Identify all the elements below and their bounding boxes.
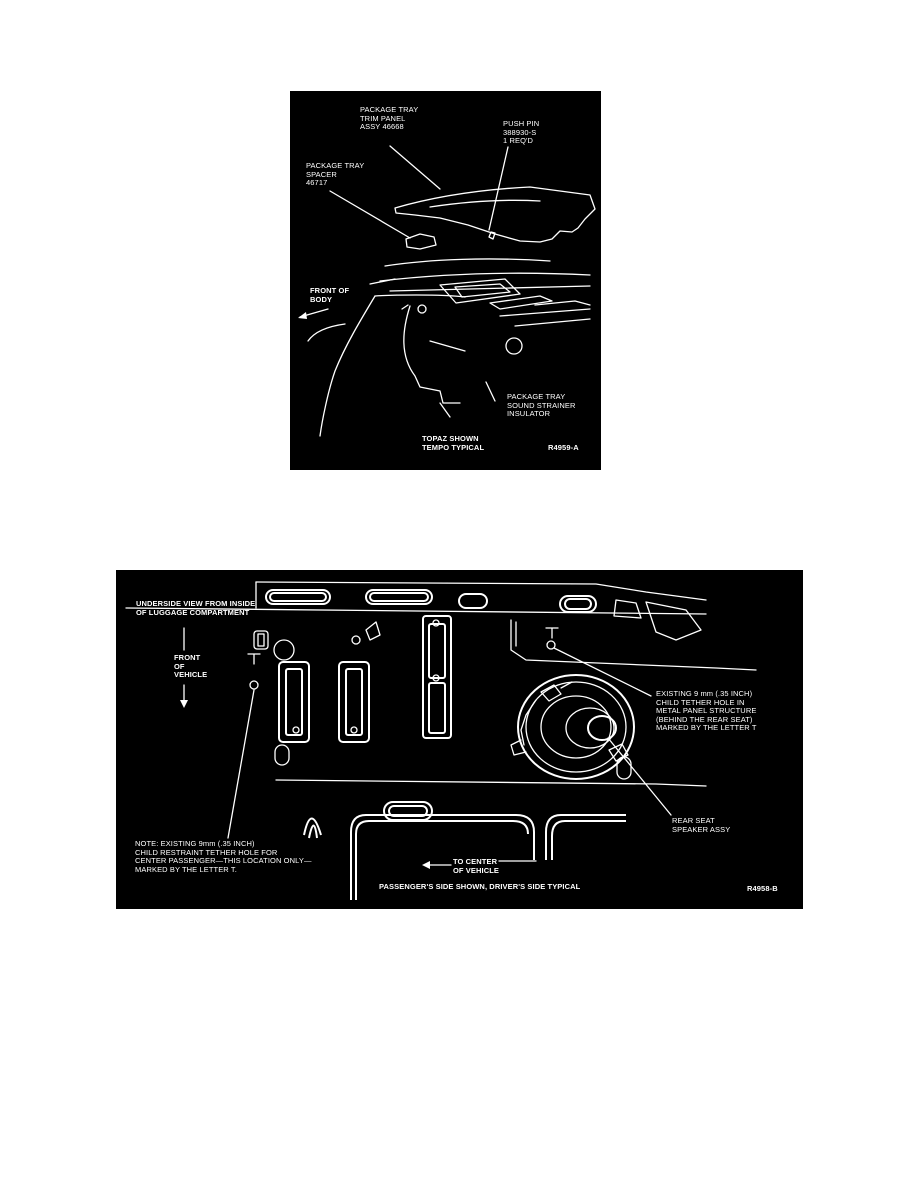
front-of-body-label: FRONT OF BODY	[310, 286, 350, 304]
note-label: NOTE: EXISTING 9mm (.35 INCH) CHILD REST…	[135, 839, 312, 874]
figure2-caption: PASSENGER'S SIDE SHOWN, DRIVER'S SIDE TY…	[379, 882, 581, 891]
underside-view-diagram: UNDERSIDE VIEW FROM INSIDE OF LUGGAGE CO…	[116, 570, 803, 909]
figure1-caption: TOPAZ SHOWN TEMPO TYPICAL	[422, 434, 485, 452]
figure1-code: R4959-A	[548, 443, 579, 452]
to-center-label: TO CENTER OF VEHICLE	[453, 857, 500, 875]
underside-view-label: UNDERSIDE VIEW FROM INSIDE OF LUGGAGE CO…	[136, 599, 256, 617]
trim-panel-label: PACKAGE TRAY TRIM PANEL ASSY 46668	[360, 105, 419, 132]
insulator-label: PACKAGE TRAY SOUND STRAINER INSULATOR	[507, 392, 576, 419]
underside-illustration	[125, 581, 757, 900]
existing-hole-label: EXISTING 9 mm (.35 INCH) CHILD TETHER HO…	[656, 689, 757, 733]
spacer-label: PACKAGE TRAY SPACER 46717	[306, 161, 365, 188]
figure2-code: R4958-B	[747, 884, 778, 893]
push-pin-label: PUSH PIN 388930-S 1 REQ'D	[503, 119, 540, 146]
package-tray-diagram: PACKAGE TRAY TRIM PANEL ASSY 46668 PUSH …	[290, 91, 601, 470]
speaker-label: REAR SEAT SPEAKER ASSY	[672, 816, 731, 834]
package-tray-illustration	[298, 145, 596, 437]
front-of-vehicle-label: FRONT OF VEHICLE	[174, 653, 208, 680]
